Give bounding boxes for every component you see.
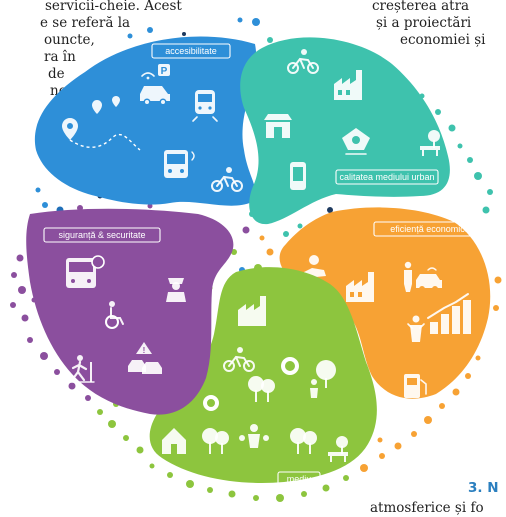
factory-icon <box>238 296 266 326</box>
factory-icon <box>346 272 374 302</box>
location-pin-icon <box>62 118 78 140</box>
cyclist-icon <box>287 49 319 74</box>
label-frame <box>277 471 321 487</box>
bus-icon <box>66 255 105 288</box>
left-text-line: e se referă la <box>40 15 131 31</box>
tree-icon <box>202 428 229 454</box>
label-frame <box>43 227 161 243</box>
svg-text:!: ! <box>143 346 146 355</box>
car-pollution-icon <box>342 128 370 155</box>
petal-label-mediu: mediu <box>287 474 312 484</box>
right-text-line: și a proiectări <box>376 15 472 31</box>
left-text-line: ouncte, <box>44 32 95 48</box>
location-pin-icon <box>112 96 120 107</box>
person-icon <box>407 315 425 342</box>
petal-label-calitatea: calitatea mediului urban <box>339 172 434 182</box>
tree-icon <box>290 428 317 454</box>
petal-calitatea: calitatea mediului urban <box>240 37 450 225</box>
section-heading: 3. N <box>468 480 499 496</box>
car-crash-icon: ! <box>128 342 162 374</box>
park-bench-icon <box>420 130 440 156</box>
train-icon <box>192 90 218 122</box>
tree-icon <box>248 376 275 402</box>
family-icon <box>239 424 269 448</box>
car-icon <box>140 86 170 106</box>
petal-label-siguranta: siguranță & securitate <box>58 230 145 240</box>
petal-label-accesibilitate: accesibilitate <box>165 46 217 56</box>
park-bench-icon <box>328 436 348 462</box>
pedestrian-icon <box>65 355 95 383</box>
shop-icon <box>264 114 292 138</box>
phone-booth-icon <box>290 162 306 190</box>
route-dashed-line <box>69 133 141 151</box>
svg-text:P: P <box>161 66 168 77</box>
petal-shape <box>279 207 491 399</box>
label-frame <box>373 221 487 237</box>
label-frame <box>151 43 231 59</box>
label-frame <box>335 169 439 185</box>
person-car-icon <box>404 261 442 292</box>
fuel-pump-icon <box>404 374 427 398</box>
right-text-line: economiei și <box>400 32 486 48</box>
left-text-line: servicii-cheie. Acest <box>45 0 182 14</box>
location-pin-icon <box>92 100 102 114</box>
petal-label-eficienta: eficiență economică <box>390 224 470 234</box>
bus-icon <box>164 150 195 178</box>
growth-chart-icon <box>427 293 471 334</box>
petal-mediu: mediu <box>149 267 377 487</box>
wheelchair-icon <box>105 301 124 329</box>
petal-accesibilitate: accesibilitate P <box>34 36 257 206</box>
police-officer-icon <box>166 278 186 302</box>
left-text-line: de <box>48 66 65 82</box>
parking-icon: P <box>158 64 170 77</box>
left-text-line: ra în <box>44 49 76 65</box>
recycle-icon <box>281 357 299 375</box>
house-icon <box>162 428 186 454</box>
cyclist-icon <box>211 167 243 192</box>
recycle-icon <box>203 395 219 411</box>
petal-shape <box>34 36 257 206</box>
petal-eficienta: eficiență economică <box>279 207 491 399</box>
right-text-column: creșterea atra și a proiectări economiei… <box>372 0 485 49</box>
cyclist-icon <box>223 347 255 372</box>
right-text-line: creșterea atra <box>372 0 470 14</box>
factory-icon <box>334 70 362 100</box>
petal-siguranta: siguranță & securitate <box>26 208 234 415</box>
wifi-icon <box>141 72 155 80</box>
family-icon <box>310 360 336 398</box>
bottom-text-line: atmosferice și fo <box>370 500 484 516</box>
